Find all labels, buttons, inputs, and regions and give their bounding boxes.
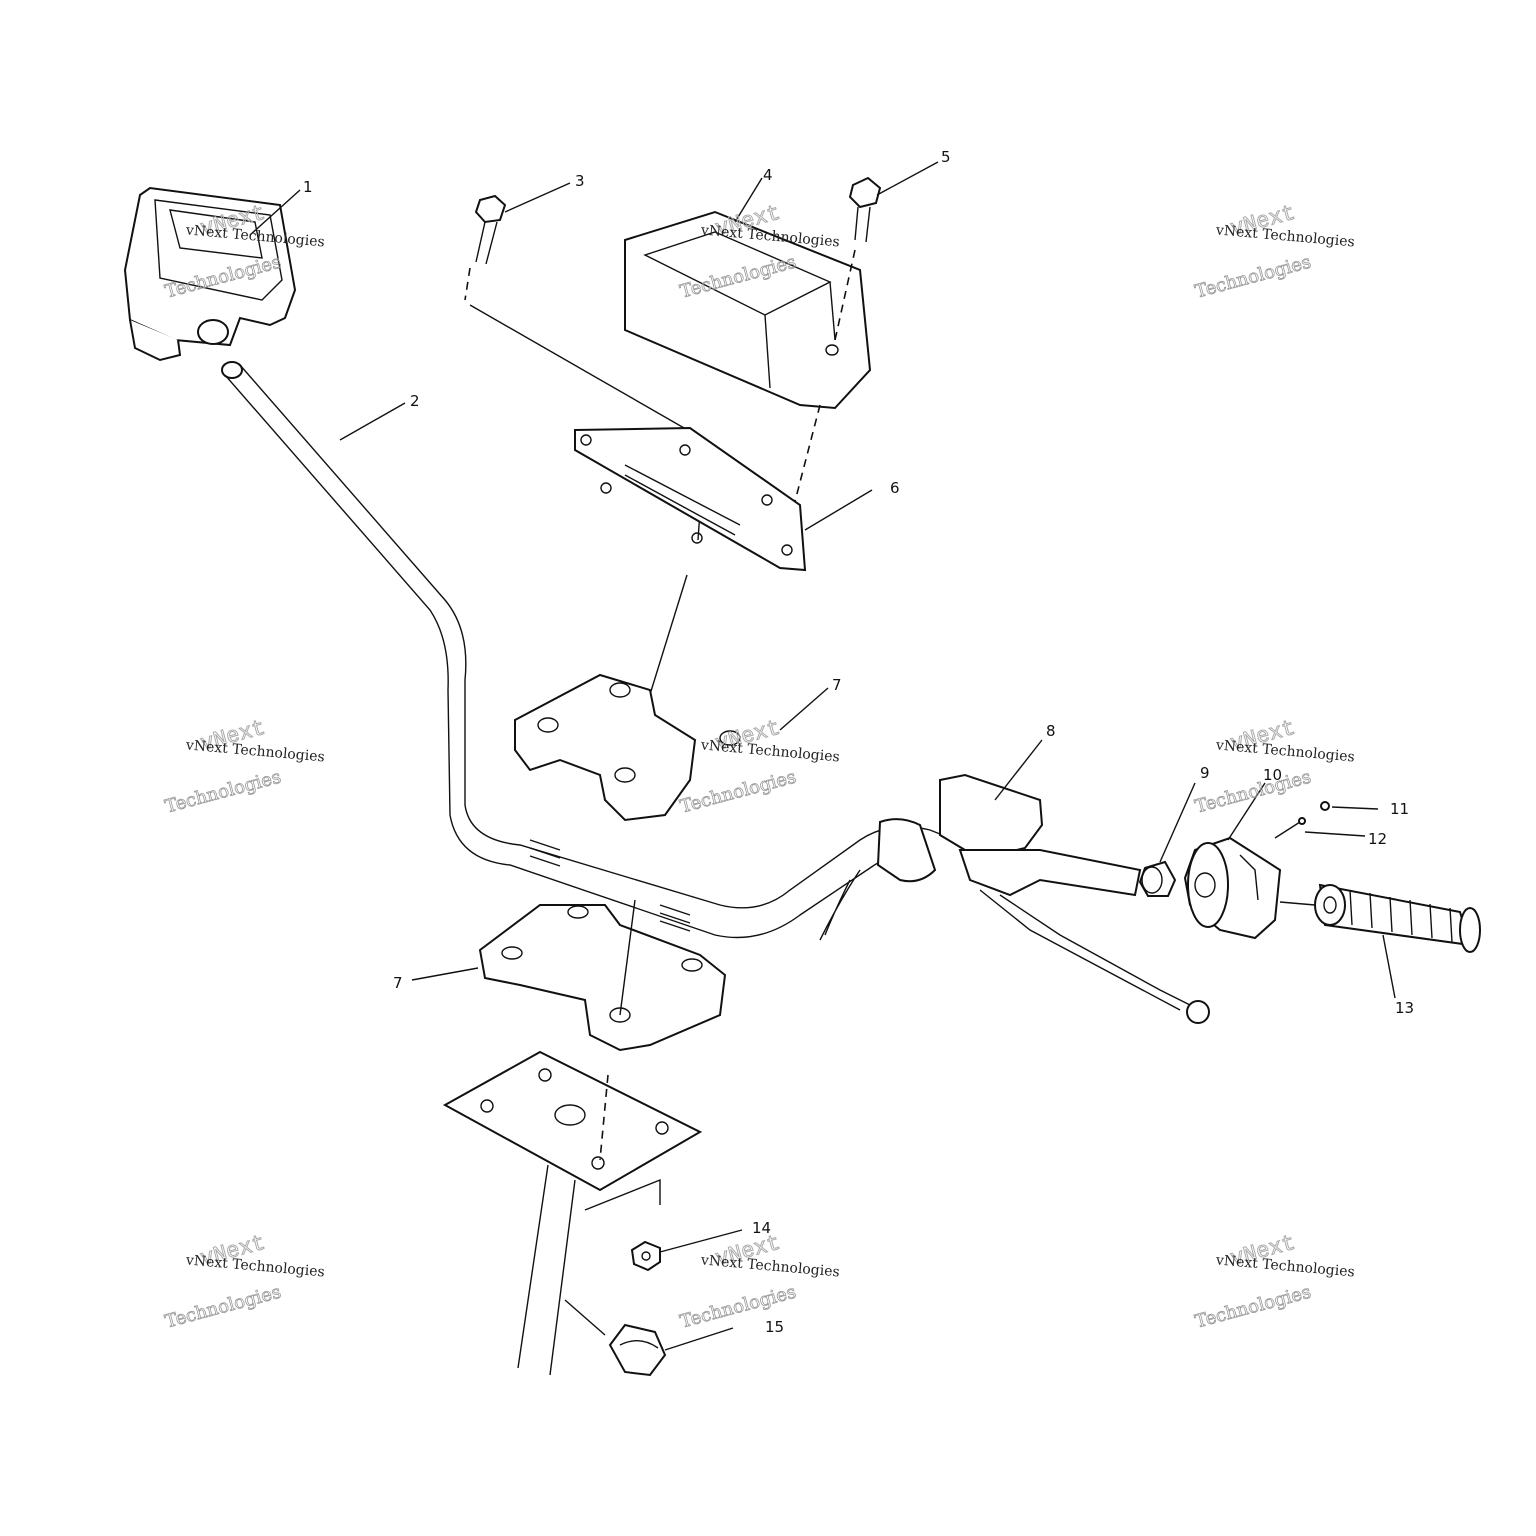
leader-lines — [249, 161, 1396, 1351]
watermark-subtext: Technologies — [1193, 1281, 1314, 1332]
ignition-switch-part — [123, 186, 297, 362]
callout-2: 2 — [410, 392, 420, 410]
callout-7-upper: 7 — [832, 676, 842, 694]
watermark-subtext: Technologies — [678, 766, 799, 817]
callout-7-lower: 7 — [393, 974, 403, 992]
screw-part-11 — [1320, 801, 1330, 811]
callout-9: 9 — [1200, 764, 1210, 782]
callout-3: 3 — [575, 172, 585, 190]
watermark-subtext: Technologies — [1193, 766, 1314, 817]
watermark-bottom-center: vNext vNext Technologies Technologies — [677, 1230, 840, 1333]
callout-8: 8 — [1046, 722, 1056, 740]
callout-15: 15 — [765, 1318, 784, 1336]
watermark-subtext: Technologies — [163, 1281, 284, 1332]
callout-12: 12 — [1368, 830, 1387, 848]
screw-part-12 — [1274, 817, 1306, 839]
bolt-part-left — [464, 194, 507, 301]
callout-13: 13 — [1395, 999, 1414, 1017]
cable-clamp-part — [564, 1299, 667, 1377]
watermark-bottom-left: vNext vNext Technologies Technologies — [162, 1230, 325, 1333]
watermark-middle-center: vNext vNext Technologies Technologies — [677, 715, 840, 818]
upper-clamp-part — [514, 673, 741, 822]
callout-4: 4 — [763, 166, 773, 184]
bolt-part-right — [834, 176, 882, 341]
watermark-middle-left: vNext vNext Technologies Technologies — [162, 715, 325, 818]
watermark-subtext: Technologies — [163, 766, 284, 817]
callout-1: 1 — [303, 178, 313, 196]
callout-5: 5 — [941, 148, 951, 166]
watermark-bottom-right: vNext vNext Technologies Technologies — [1192, 1230, 1355, 1333]
throttle-housing-part — [1183, 836, 1282, 940]
bushing-part — [1138, 860, 1177, 897]
watermark-subtext: Technologies — [1193, 251, 1314, 302]
grip-part — [1279, 883, 1481, 953]
steering-plate-part — [442, 1050, 703, 1376]
mounting-plate-part — [574, 426, 807, 572]
callout-14: 14 — [752, 1219, 771, 1237]
lower-clamp-part — [478, 904, 727, 1052]
callout-6: 6 — [890, 479, 900, 497]
callout-10: 10 — [1263, 766, 1282, 784]
master-cylinder-part — [819, 773, 1210, 1024]
handlebar-cover-part — [624, 210, 872, 410]
nut-part — [630, 1240, 661, 1272]
watermark-top-right: vNext vNext Technologies Technologies — [1192, 200, 1355, 303]
callout-11: 11 — [1390, 800, 1409, 818]
